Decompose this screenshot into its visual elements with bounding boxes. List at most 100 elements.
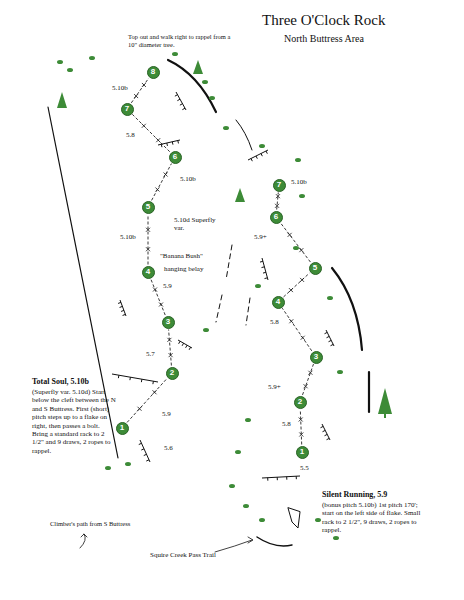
crack-tick — [265, 277, 268, 279]
crack-tick — [129, 377, 131, 380]
pitch-number: 6 — [173, 153, 177, 161]
crack-tick — [175, 95, 178, 96]
crack-tick — [182, 343, 183, 346]
bolt — [164, 173, 168, 177]
bush — [125, 462, 131, 466]
crack-tick — [123, 314, 126, 315]
bush — [337, 370, 343, 374]
crack-tick — [251, 159, 252, 162]
crack-tick — [118, 375, 120, 378]
pitch-marker: 1 — [296, 446, 309, 459]
path-note: Climber's path from S Buttress — [50, 520, 132, 528]
bolt — [304, 384, 308, 388]
crack-tick — [325, 332, 328, 333]
crack-tick — [121, 310, 124, 311]
crack-tick — [118, 302, 121, 303]
pitch-number: 7 — [277, 181, 281, 189]
pitch-marker: 1 — [116, 422, 129, 435]
pitch-marker: 3 — [310, 351, 323, 364]
crack-tick — [331, 344, 334, 345]
trail-leader — [215, 540, 252, 552]
pitch-marker: 7 — [121, 103, 134, 116]
crack-tick — [321, 426, 324, 427]
title: Three O'Clock Rock — [262, 11, 386, 29]
bush — [209, 96, 215, 100]
bush — [89, 56, 95, 60]
crack-tick — [327, 438, 330, 439]
buttress-edge — [236, 120, 252, 150]
grade-label: 5.10b — [291, 178, 307, 186]
bush — [203, 328, 209, 332]
bush — [223, 126, 229, 130]
vegetation — [57, 52, 392, 540]
crack-tick — [286, 477, 287, 480]
bush — [259, 518, 265, 522]
pitch-marker: 5 — [309, 262, 322, 275]
crack-tick — [180, 104, 183, 105]
pitch-number: 4 — [276, 298, 280, 306]
crack-tick — [139, 443, 142, 444]
crack — [112, 374, 158, 382]
bush — [315, 518, 321, 522]
crack-tick — [267, 478, 268, 481]
grade-label: 5.10b — [112, 84, 128, 92]
belay-note: hanging belay — [164, 265, 203, 273]
pitch-number: 3 — [314, 353, 318, 361]
bush — [229, 484, 235, 488]
crack-tick — [152, 381, 154, 384]
route-line — [281, 223, 311, 262]
flake — [288, 508, 300, 528]
grade-label: 5.8 — [126, 131, 135, 139]
pitch-number: 8 — [151, 68, 155, 76]
crack-tick — [177, 99, 180, 100]
feature-label: "Banana Bush" — [160, 252, 203, 260]
pitch-number: 1 — [120, 424, 124, 432]
pitch-number: 5 — [146, 203, 150, 211]
bolt — [308, 371, 312, 375]
pitch-marker: 7 — [273, 179, 286, 192]
crack-tick — [327, 336, 330, 337]
grade-label: 5.10b — [180, 175, 196, 183]
crack-tick — [296, 476, 297, 479]
route-line — [300, 409, 301, 444]
pitch-number: 1 — [300, 448, 304, 456]
path-arrow — [80, 534, 87, 548]
route-line — [277, 192, 279, 209]
route-line — [169, 329, 172, 365]
pitch-number: 4 — [146, 268, 150, 276]
pitch-number: 5 — [313, 264, 317, 272]
crack-tick — [172, 142, 174, 145]
pitch-marker: 6 — [169, 151, 182, 164]
crack-tick — [325, 434, 328, 435]
bolt-symbols — [134, 83, 312, 437]
grade-label: 5.8 — [270, 318, 279, 326]
tree-trunk — [384, 414, 386, 418]
route-description: (bonus pitch 5.10b) 1st pitch 170'; star… — [322, 501, 426, 535]
grade-label: 5.9 — [163, 282, 172, 290]
dashed-edge — [216, 245, 250, 325]
tree — [235, 188, 245, 202]
pitch-marker: 5 — [142, 201, 155, 214]
pitch-number: 2 — [170, 369, 174, 377]
grade-label: 5.5 — [300, 464, 309, 472]
trail-arrow — [248, 537, 253, 543]
crack-tick — [263, 272, 266, 274]
bolt — [304, 384, 308, 388]
bush — [202, 80, 208, 84]
route-line — [282, 308, 311, 351]
bush — [333, 536, 339, 540]
route-description: (Superfly var. 5.10d) Start below the cl… — [32, 388, 116, 455]
tree — [193, 60, 203, 74]
route-line — [127, 379, 167, 423]
bolt — [308, 371, 312, 375]
crack-tick — [277, 477, 278, 480]
buttress-edge — [332, 268, 362, 350]
bush — [235, 450, 241, 454]
pitch-number: 6 — [274, 213, 278, 221]
route-line — [148, 215, 149, 265]
route-note: Top out and walk right to rappel from a … — [128, 33, 240, 49]
trail-label: Squire Creek Pass Trail — [150, 551, 216, 559]
pitch-number: 3 — [166, 318, 170, 326]
bush — [57, 60, 63, 64]
bush — [255, 284, 261, 288]
